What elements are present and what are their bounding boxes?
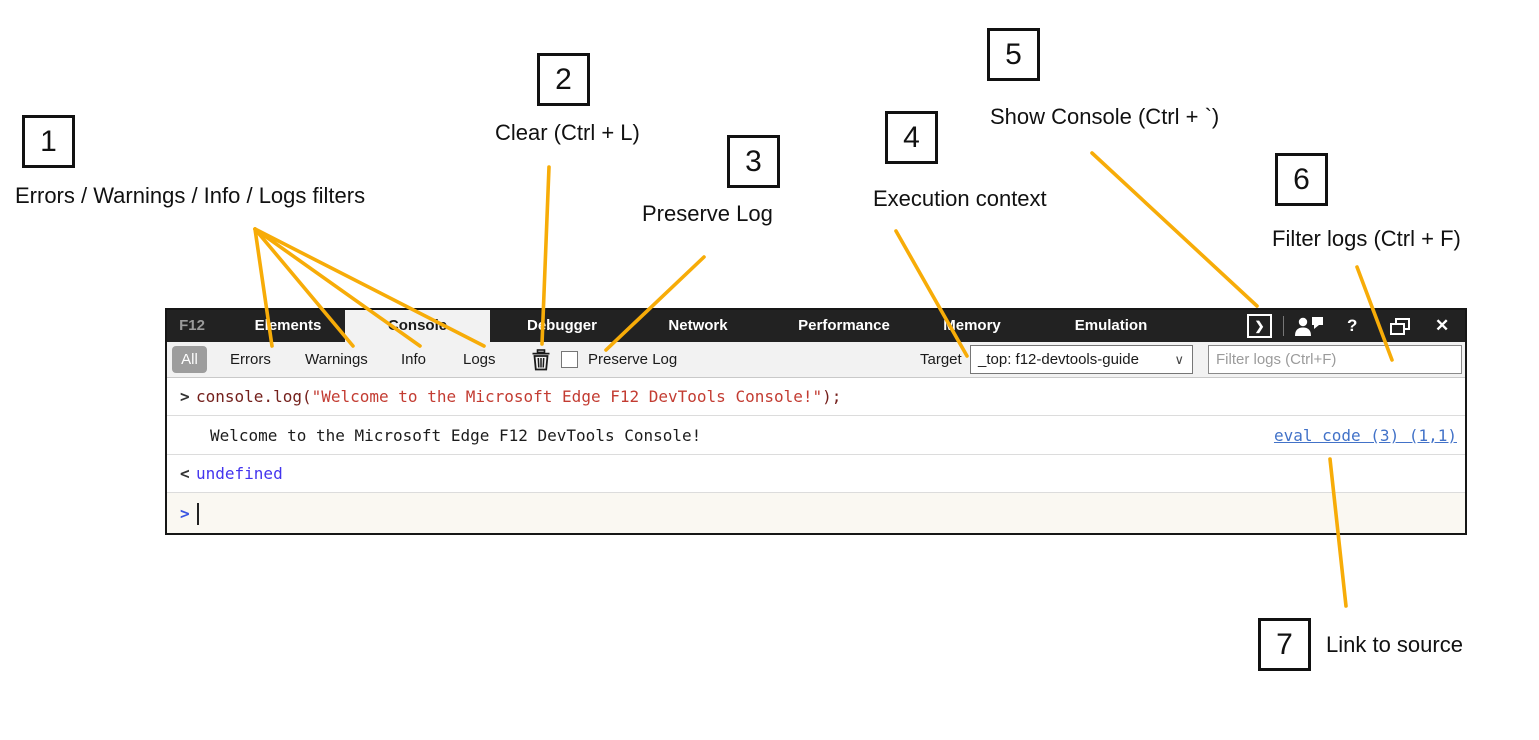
tab-performance[interactable]: Performance [798, 317, 890, 334]
callout-label-clear: Clear (Ctrl + L) [495, 120, 640, 145]
callout-label-filters: Errors / Warnings / Info / Logs filters [15, 183, 366, 208]
tab-network[interactable]: Network [668, 317, 728, 334]
devtools-tab-bar: F12 Elements Console Debugger Network Pe… [167, 310, 1465, 342]
callout-number: 2 [555, 62, 572, 96]
feedback-users-icon[interactable] [1293, 316, 1327, 342]
callout-box-1: 1 [22, 115, 75, 168]
console-log-row: Welcome to the Microsoft Edge F12 DevToo… [167, 415, 1465, 454]
result-value: undefined [196, 464, 283, 483]
callout-box-3: 3 [727, 135, 780, 188]
console-input-row[interactable]: > [167, 492, 1465, 533]
console-toolbar: All Errors Warnings Info Logs Preserve L… [167, 342, 1465, 378]
execution-context-dropdown[interactable]: _top: f12-devtools-guide ∨ [970, 345, 1193, 374]
callout-label-execution-context: Execution context [873, 186, 1047, 211]
callout-number: 7 [1276, 627, 1293, 661]
filter-info-button[interactable]: Info [401, 351, 427, 368]
target-label: Target [920, 351, 962, 368]
filter-logs-input[interactable] [1208, 345, 1462, 374]
callout-label-filter-logs: Filter logs (Ctrl + F) [1272, 226, 1461, 251]
filter-logs-button[interactable]: Logs [463, 351, 496, 368]
show-console-icon[interactable]: ❯ [1247, 314, 1272, 338]
preserve-log-label: Preserve Log [588, 351, 678, 368]
console-result-row: < undefined [167, 454, 1465, 492]
tab-console[interactable]: Console [345, 310, 490, 342]
tab-debugger[interactable]: Debugger [526, 317, 597, 334]
filter-all-button[interactable]: All [172, 346, 207, 373]
line-show-console [1090, 151, 1259, 308]
tab-memory[interactable]: Memory [943, 317, 1001, 334]
callout-box-6: 6 [1275, 153, 1328, 206]
callout-box-7: 7 [1258, 618, 1311, 671]
source-link[interactable]: eval code (3) (1,1) [1273, 426, 1457, 445]
console-output-area: > console.log("Welcome to the Microsoft … [167, 378, 1465, 533]
callout-box-2: 2 [537, 53, 590, 106]
input-echo-code: console.log("Welcome to the Microsoft Ed… [196, 387, 842, 406]
clear-console-trash-icon[interactable] [531, 349, 551, 371]
execution-context-value: _top: f12-devtools-guide [978, 351, 1139, 368]
callout-label-link-to-source: Link to source [1326, 632, 1463, 657]
preserve-log-checkbox[interactable] [561, 351, 578, 368]
log-message: Welcome to the Microsoft Edge F12 DevToo… [210, 426, 702, 445]
help-icon[interactable]: ? [1347, 316, 1358, 335]
tab-emulation[interactable]: Emulation [1074, 317, 1148, 334]
close-icon[interactable]: ✕ [1435, 316, 1450, 335]
filter-warnings-button[interactable]: Warnings [305, 351, 368, 368]
callout-number: 3 [745, 144, 762, 178]
callout-box-4: 4 [885, 111, 938, 164]
callout-number: 1 [40, 124, 57, 158]
callout-number: 4 [903, 120, 920, 154]
console-input-echo-row: > console.log("Welcome to the Microsoft … [167, 378, 1465, 415]
chevron-down-icon: ∨ [1174, 352, 1184, 367]
unpin-window-icon[interactable] [1387, 316, 1413, 342]
tab-elements[interactable]: Elements [254, 317, 322, 334]
callout-box-5: 5 [987, 28, 1040, 81]
tabbar-divider [1283, 316, 1284, 336]
result-prompt: < [180, 464, 190, 483]
callout-number: 6 [1293, 162, 1310, 196]
callout-label-show-console: Show Console (Ctrl + `) [990, 104, 1220, 129]
input-prompt: > [180, 504, 190, 523]
input-echo-prompt: > [180, 387, 190, 406]
devtools-window: F12 Elements Console Debugger Network Pe… [165, 308, 1467, 535]
callout-label-preserve-log: Preserve Log [642, 201, 773, 226]
text-cursor [197, 503, 199, 525]
filter-errors-button[interactable]: Errors [230, 351, 271, 368]
tab-f12[interactable]: F12 [179, 317, 205, 334]
callout-number: 5 [1005, 37, 1022, 71]
